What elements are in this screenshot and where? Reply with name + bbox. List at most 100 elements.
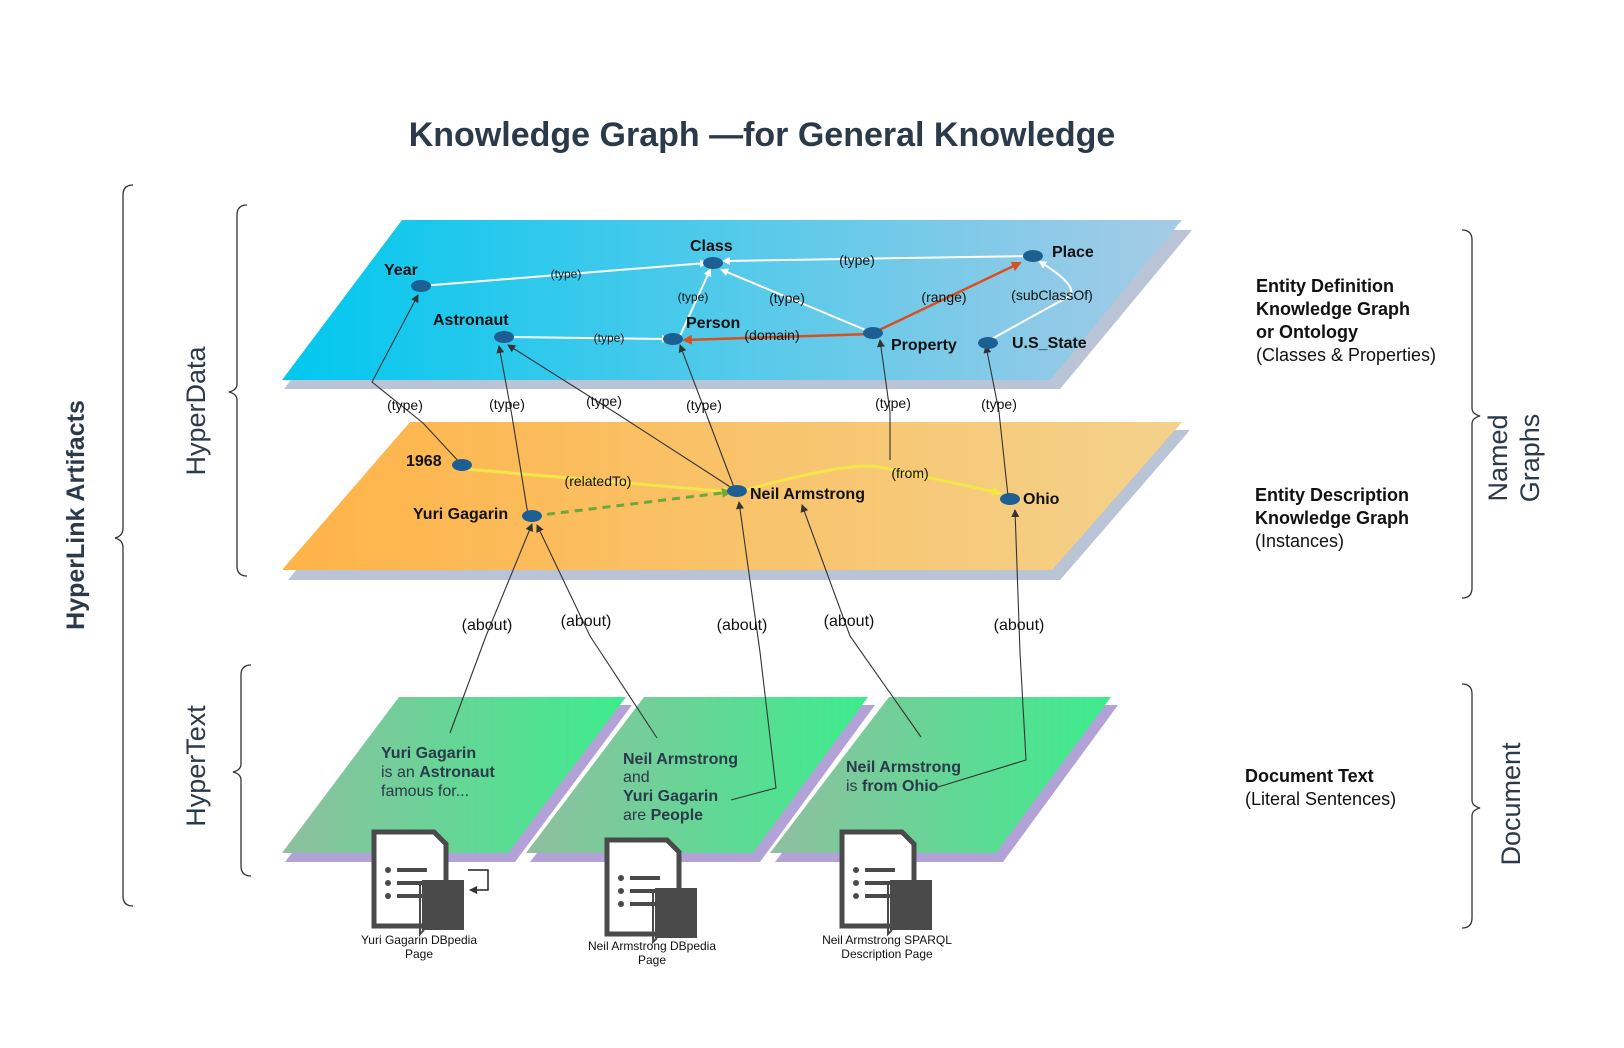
- about-doc3-ohio: [937, 509, 1027, 788]
- type-neil-astronaut: [507, 344, 736, 491]
- edge-person-class: [679, 268, 712, 337]
- ontology-edges: [420, 255, 1073, 343]
- type-yuri-astronaut: [496, 345, 529, 516]
- ontology-edge-labels: (type) (type) (type) (type) (range) (sub…: [551, 252, 1093, 345]
- document-desc-line-2: (Literal Sentences): [1245, 789, 1396, 809]
- bracket-hyperlink: [114, 184, 134, 907]
- doc-2-caption-2: Page: [638, 953, 666, 967]
- bracket-named-graphs: [1461, 229, 1481, 599]
- about-doc2-yuri: [536, 524, 658, 739]
- instances-desc-line-2: Knowledge Graph: [1255, 508, 1409, 528]
- ontology-desc-line-4: (Classes & Properties): [1256, 345, 1436, 365]
- edge-place-class: [722, 255, 1031, 265]
- node-label-astronaut: Astronaut: [433, 312, 509, 329]
- named-graphs-label-1: Named: [1483, 414, 1513, 501]
- doc-2-line-2: and: [623, 769, 650, 786]
- node-person[interactable]: [663, 333, 683, 345]
- doc-1-text: Yuri Gagarin is an Astronaut famous for.…: [381, 745, 495, 800]
- range-from-property: [877, 339, 891, 460]
- doc-2-line-1: Neil Armstrong: [623, 751, 738, 768]
- instances-desc-line-3: (Instances): [1255, 531, 1344, 551]
- edge-astronaut-person: [504, 334, 670, 343]
- ontology-desc-line-3: or Ontology: [1256, 322, 1358, 342]
- instance-edge-labels: (relatedTo) (from): [565, 465, 929, 489]
- about-labels: (about) (about) (about) (about) (about): [462, 613, 1045, 634]
- hyperlink-artifacts-label: HyperLink Artifacts: [62, 400, 90, 630]
- label-from: (from): [891, 465, 928, 481]
- doc-plane-3: [770, 697, 1111, 853]
- node-label-ohio: Ohio: [1023, 491, 1060, 508]
- node-neil-armstrong[interactable]: [727, 485, 747, 497]
- node-label-property: Property: [891, 337, 957, 354]
- node-1968[interactable]: [452, 459, 472, 471]
- doc-3-caption-1: Neil Armstrong SPARQL: [822, 933, 952, 947]
- doc-3-caption-2: Description Page: [841, 947, 933, 961]
- node-astronaut[interactable]: [494, 331, 514, 343]
- doc-1-line-1: Yuri Gagarin: [381, 745, 476, 762]
- label-type-ohio-usstate: (type): [981, 396, 1017, 412]
- label-type-neil-astronaut: (type): [586, 393, 622, 409]
- label-type-place-class: (type): [839, 252, 875, 268]
- cross-edge-labels: (type) (type) (type) (type) (type) (type…: [387, 393, 1017, 413]
- doc-plane-2: [526, 697, 868, 853]
- doc-3-text: Neil Armstrong is from Ohio: [846, 759, 961, 795]
- hyperdata-label: HyperData: [181, 345, 211, 475]
- node-us-state[interactable]: [978, 337, 998, 349]
- node-label-1968: 1968: [406, 453, 442, 470]
- doc-2-line-3: Yuri Gagarin: [623, 788, 718, 805]
- node-property[interactable]: [863, 327, 883, 339]
- node-label-person: Person: [686, 315, 740, 332]
- doc-2-line-4: are People: [623, 807, 703, 824]
- instances-desc-line-1: Entity Description: [1255, 485, 1409, 505]
- ontology-desc-line-1: Entity Definition: [1256, 276, 1394, 296]
- doc-1-caption-2: Page: [405, 947, 433, 961]
- edge-yuri-neil: [532, 488, 732, 518]
- node-ohio[interactable]: [1000, 493, 1020, 505]
- label-about-1: (about): [462, 617, 513, 634]
- doc-1-icon[interactable]: [371, 829, 489, 937]
- document-description: Document Text (Literal Sentences): [1245, 766, 1396, 809]
- ontology-orange-edges: [682, 261, 1022, 345]
- label-type-property: (type): [875, 395, 911, 411]
- bracket-hypertext: [232, 664, 252, 877]
- type-neil-person: [678, 344, 736, 491]
- edge-property-place: [874, 261, 1022, 334]
- doc-1-line-2: is an Astronaut: [381, 764, 495, 781]
- node-place[interactable]: [1023, 250, 1043, 262]
- label-type-1968-year: (type): [387, 397, 423, 413]
- label-about-2: (about): [561, 613, 612, 630]
- label-relatedto: (relatedTo): [565, 473, 632, 489]
- doc-1-line-3: famous for...: [381, 783, 469, 800]
- diagram-title: Knowledge Graph —for General Knowledge: [409, 116, 1116, 154]
- label-type-astronaut-person: (type): [594, 331, 625, 345]
- doc-2-caption-1: Neil Armstrong DBpedia: [588, 939, 716, 953]
- right-brackets: [1461, 229, 1481, 929]
- edge-neil-ohio: [738, 464, 1002, 497]
- label-type-person-class: (type): [678, 290, 709, 304]
- node-year[interactable]: [411, 280, 431, 292]
- instances-description: Entity Description Knowledge Graph (Inst…: [1255, 485, 1409, 551]
- document-label: Document: [1496, 742, 1526, 866]
- label-domain: (domain): [744, 327, 799, 343]
- edge-property-person: [682, 332, 873, 345]
- about-doc3-neil: [800, 504, 922, 738]
- label-about-5: (about): [994, 617, 1045, 634]
- doc-2-icon[interactable]: [604, 837, 697, 945]
- label-type-year-class: (type): [551, 267, 582, 281]
- node-label-place: Place: [1052, 244, 1094, 261]
- node-class[interactable]: [703, 257, 723, 269]
- doc-3-line-2: is from Ohio: [846, 778, 939, 795]
- label-type-yuri-astronaut: (type): [489, 396, 525, 412]
- label-subclassof: (subClassOf): [1011, 287, 1093, 303]
- doc-2-text: Neil Armstrong and Yuri Gagarin are Peop…: [623, 751, 738, 824]
- node-label-yuri-gagarin: Yuri Gagarin: [413, 506, 508, 523]
- type-ohio-usstate: [983, 345, 1009, 497]
- edge-1968-neil: [464, 467, 733, 497]
- doc-3-icon[interactable]: [839, 829, 932, 937]
- doc-captions: Yuri Gagarin DBpedia Page Neil Armstrong…: [361, 933, 952, 967]
- hypertext-label: HyperText: [181, 705, 211, 827]
- node-yuri-gagarin[interactable]: [522, 510, 542, 522]
- node-label-class: Class: [690, 238, 733, 255]
- ontology-nodes: [411, 250, 1043, 349]
